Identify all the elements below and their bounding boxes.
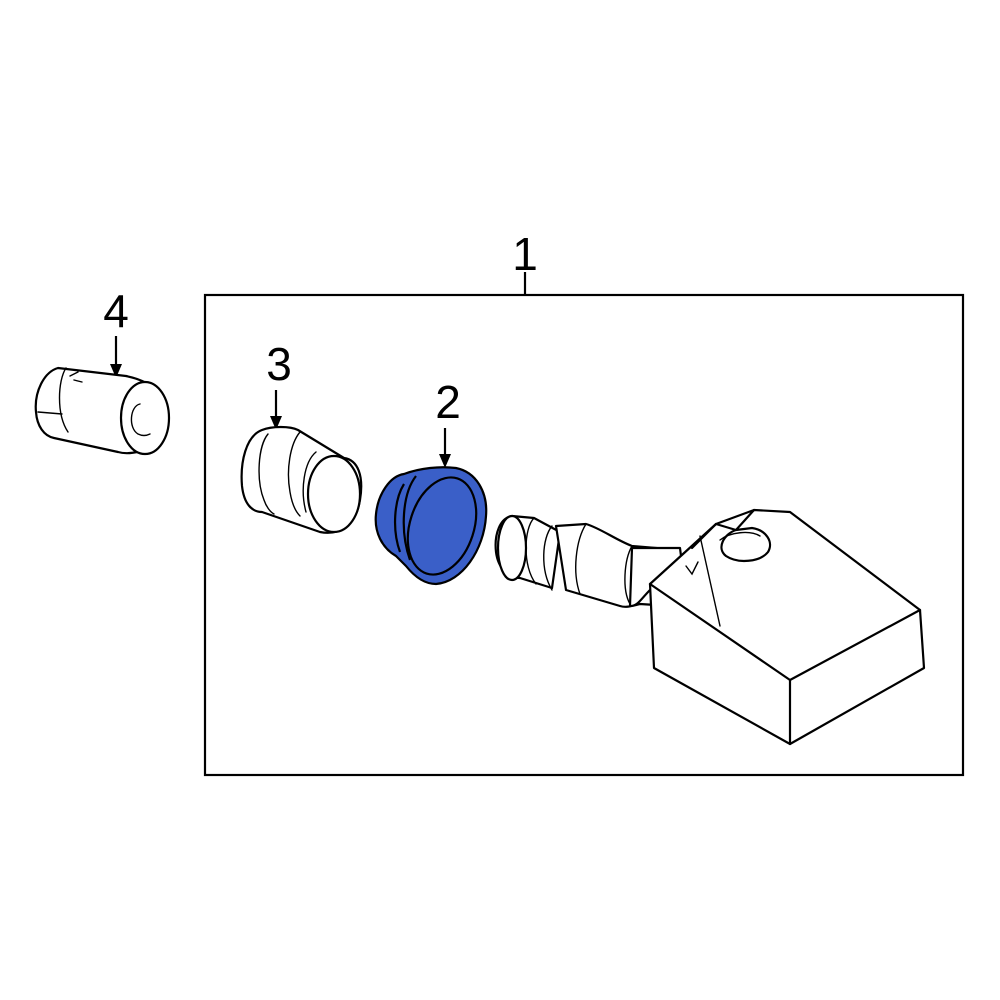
callout-2-label: 2 bbox=[435, 376, 461, 428]
callout-3-label: 3 bbox=[266, 338, 292, 390]
tpms-sensor-part-1 bbox=[494, 508, 926, 746]
callout-1-label: 1 bbox=[512, 228, 538, 280]
callout-3-arrow bbox=[270, 390, 282, 430]
grommet-face bbox=[406, 476, 478, 576]
callout-4-label: 4 bbox=[103, 285, 129, 337]
valve-core-part-3 bbox=[240, 425, 363, 534]
assembly-box bbox=[203, 293, 965, 777]
valve-cap-part-4 bbox=[34, 366, 171, 456]
callout-2-arrow bbox=[439, 428, 451, 468]
grommet-part-2 bbox=[374, 466, 488, 586]
callout-4-arrow bbox=[110, 336, 122, 378]
